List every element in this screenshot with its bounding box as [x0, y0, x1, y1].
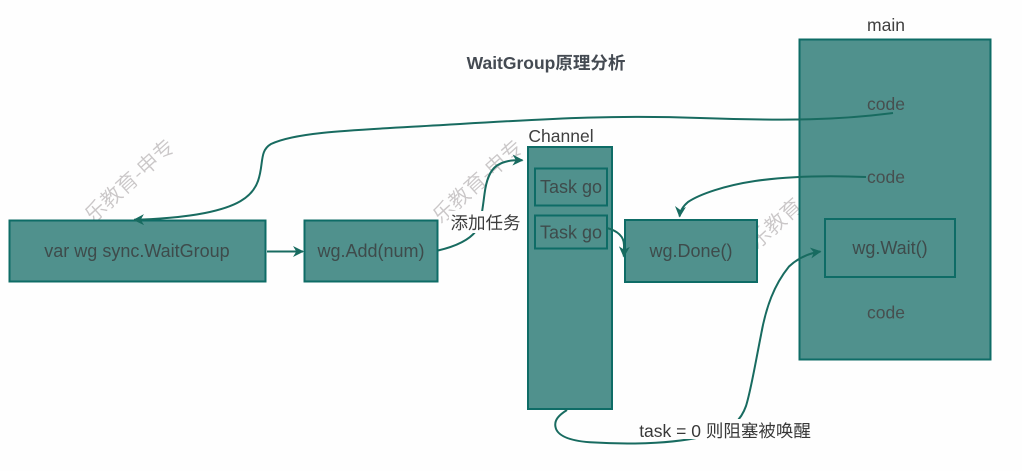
svg-text:code: code: [867, 94, 905, 114]
svg-text:code: code: [867, 303, 905, 323]
svg-text:var wg sync.WaitGroup: var wg sync.WaitGroup: [44, 241, 229, 261]
svg-text:Channel: Channel: [528, 126, 593, 146]
svg-text:Task go: Task go: [540, 223, 602, 243]
svg-text:wg.Add(num): wg.Add(num): [316, 241, 424, 261]
svg-text:main: main: [867, 15, 905, 35]
svg-text:wg.Done(): wg.Done(): [648, 241, 732, 261]
svg-text:task = 0: task = 0: [639, 421, 701, 441]
svg-text:WaitGroup: WaitGroup: [467, 53, 556, 73]
svg-text:Task go: Task go: [540, 177, 602, 197]
svg-text:code: code: [867, 167, 905, 187]
svg-text:wg.Wait(): wg.Wait(): [851, 238, 927, 258]
